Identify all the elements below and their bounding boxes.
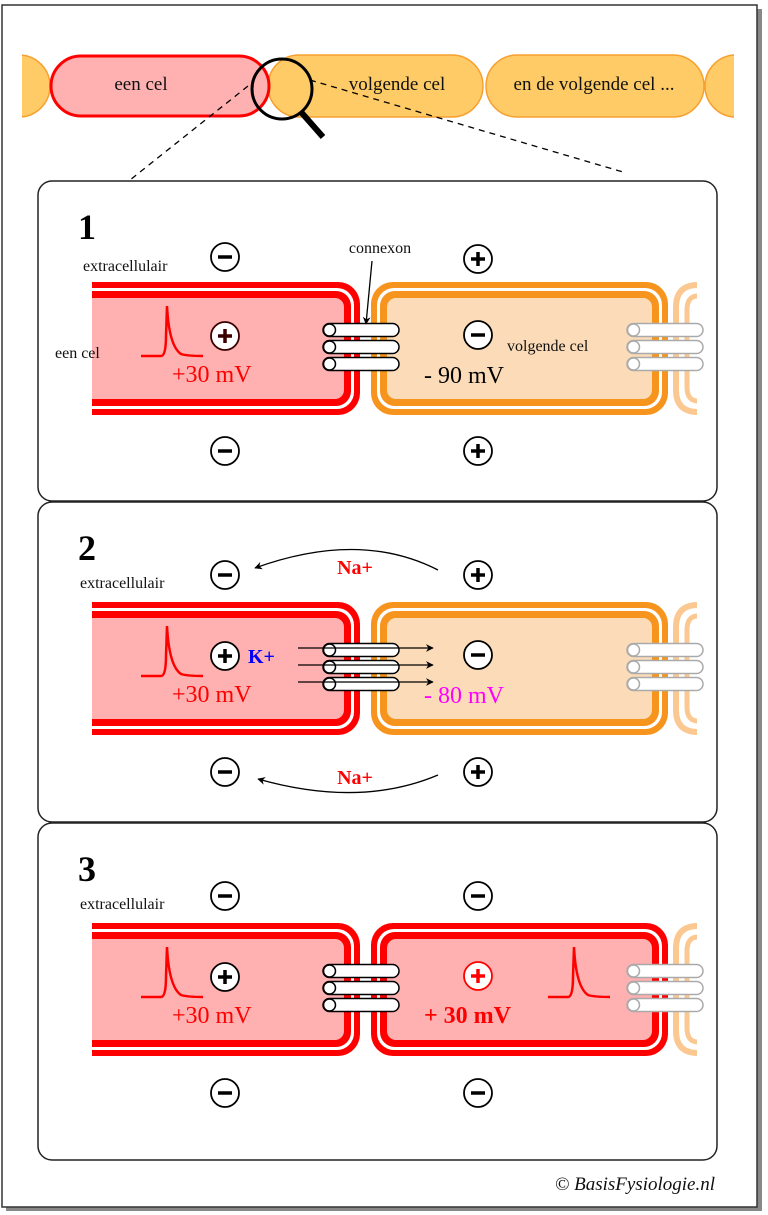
right-cell (371, 923, 668, 1056)
charge-outside-top-right (463, 881, 493, 911)
right-cell-label: volgende cel (507, 338, 589, 355)
charge-outside-top-right (463, 560, 493, 590)
panel-number: 3 (78, 849, 96, 889)
copyright: © BasisFysiologie.nl (555, 1174, 715, 1195)
connexon-left (322, 642, 400, 692)
panel-2: 2 extracellulair +30 mV - 80 mV K+ Na+ Na+ (78, 528, 704, 794)
connexon-right (626, 322, 704, 372)
charge-outside-bottom-right (463, 436, 493, 466)
right-potential: - 90 mV (424, 363, 505, 389)
left-potential: +30 mV (172, 362, 252, 388)
strip-cell-active (49, 54, 271, 118)
panel-number: 2 (78, 528, 96, 568)
panel-3: 3 extracellulair +30 mV + 30 mV (78, 849, 704, 1108)
action-potential-icon-left (141, 305, 204, 358)
connexon-pointer-arrow (362, 260, 373, 325)
left-cell-label: een cel (55, 345, 100, 362)
action-potential-icon-left (141, 625, 204, 678)
connexon-right (626, 963, 704, 1013)
charge-outside-bottom-left (210, 436, 240, 466)
charge-inside-right (463, 640, 493, 670)
cell-strip (22, 54, 734, 118)
action-potential-icon-right (548, 946, 611, 999)
right-potential: - 80 mV (424, 683, 505, 709)
extracellular-label: extracellulair (80, 896, 165, 913)
right-potential: + 30 mV (424, 1003, 512, 1029)
magnifier-icon (250, 57, 326, 139)
right-cell (371, 282, 668, 415)
action-potential-icon-left (141, 946, 204, 999)
charge-outside-top-left (210, 242, 240, 272)
left-cell (92, 602, 360, 735)
connexon-left (322, 322, 400, 372)
connexon-label: connexon (349, 240, 411, 257)
left-potential: +30 mV (172, 682, 252, 708)
panel-1: 1 extracellulair +30 mV - 90 mV een cel volge… (55, 207, 704, 466)
strip-label-een-cel: een cel (114, 74, 167, 95)
strip-cell-more (704, 54, 734, 118)
zoom-line-left (129, 85, 249, 181)
charge-inside-right (463, 961, 493, 991)
right-cell (371, 602, 668, 735)
charge-inside-left (210, 641, 240, 671)
charge-outside-bottom-right (463, 757, 493, 787)
charge-inside-left (210, 962, 240, 992)
sodium-flow-arrow-top (254, 548, 439, 571)
charge-outside-top-right (463, 244, 493, 274)
charge-inside-right (463, 320, 493, 350)
charge-inside-left (210, 321, 240, 351)
strip-cell-after (485, 54, 705, 118)
charge-outside-top-left (210, 881, 240, 911)
charge-outside-bottom-left (210, 757, 240, 787)
strip-label-en-de-volgende-cel: en de volgende cel ... (514, 74, 675, 95)
strip-label-volgende-cel: volgende cel (349, 74, 446, 95)
connexon-right (626, 642, 704, 692)
connexon-left (322, 963, 400, 1013)
extracellular-label: extracellulair (83, 258, 168, 275)
sodium-label-bottom: Na+ (337, 767, 373, 789)
charge-outside-top-left (210, 560, 240, 590)
potassium-ion-label: K+ (248, 646, 275, 668)
sodium-flow-arrow-bottom (257, 774, 439, 794)
left-potential: +30 mV (172, 1003, 252, 1029)
extracellular-label: extracellulair (80, 575, 165, 592)
sodium-label-top: Na+ (337, 557, 373, 579)
charge-outside-bottom-left (210, 1078, 240, 1108)
charge-outside-bottom-right (463, 1078, 493, 1108)
panel-number: 1 (78, 207, 96, 247)
